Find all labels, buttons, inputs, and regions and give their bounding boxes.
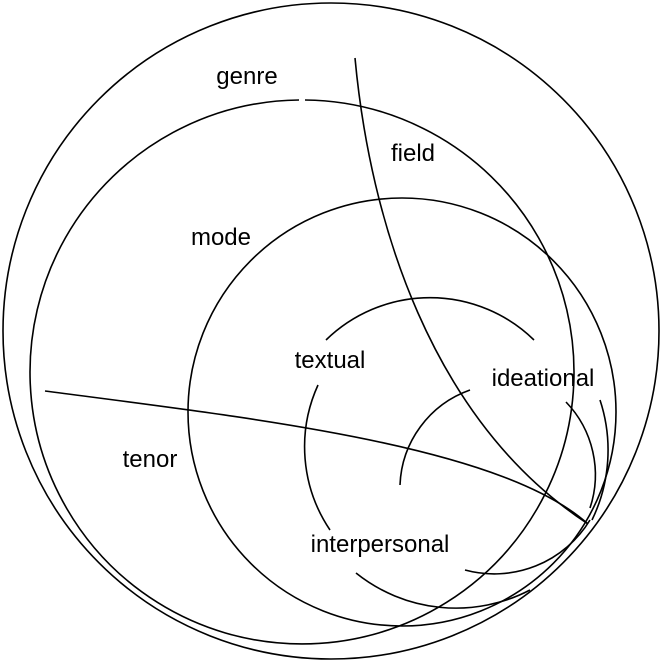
mode-circle bbox=[187, 197, 617, 627]
ideational-arc bbox=[399, 389, 471, 486]
ideational-arc-right bbox=[565, 401, 597, 509]
mode-label: mode bbox=[191, 224, 251, 251]
interpersonal-label: interpersonal bbox=[311, 531, 450, 558]
interpersonal-arc-left bbox=[355, 572, 531, 609]
field-divider-line bbox=[354, 57, 589, 525]
textual-label: textual bbox=[295, 347, 366, 374]
ideational-label: ideational bbox=[492, 365, 595, 392]
inner-arc-right bbox=[591, 399, 609, 521]
textual-arc bbox=[325, 296, 535, 341]
field-label: field bbox=[391, 140, 435, 167]
register-circle bbox=[29, 99, 575, 645]
textual-arc-left bbox=[303, 384, 331, 531]
genre-circle bbox=[2, 2, 660, 660]
tenor-divider-line bbox=[44, 390, 589, 525]
interpersonal-arc-right bbox=[464, 519, 591, 575]
tenor-label: tenor bbox=[123, 446, 178, 473]
genre-label: genre bbox=[216, 63, 277, 90]
